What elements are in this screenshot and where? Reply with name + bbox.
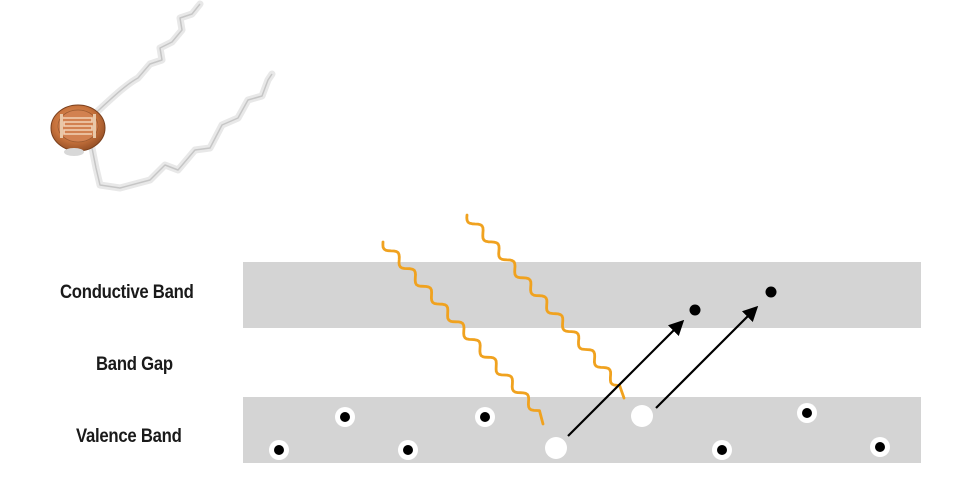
band-gap-label: Band Gap [96,354,173,375]
lead-wire-2-shadow [91,73,273,189]
photons [381,213,626,426]
ldr-base [64,148,84,156]
ldr-serpentine-track [62,117,93,135]
excited-electron [689,304,701,316]
excited-electron [765,286,777,298]
valence-electron [870,437,890,457]
excitation-arrow-2 [655,305,759,409]
conductive-band-label: Conductive Band [60,282,194,303]
hole [631,405,653,427]
hole [545,437,567,459]
valence-electron [475,407,495,427]
valence-electron [269,440,289,460]
valence-band [243,397,921,463]
valence-electron [398,440,418,460]
conductive-band [243,262,921,328]
lead-wire-1-shadow [87,3,201,121]
photon-wave [465,213,626,400]
ldr-electrode-right [93,114,96,138]
photoresistor-illustration [50,0,276,192]
photon-wave [381,240,545,426]
ldr-electrode-left [60,114,63,138]
lead-wire-1 [84,0,204,124]
valence-electron [797,403,817,423]
valence-electron [335,407,355,427]
excitation-arrow-1 [567,319,685,437]
valence-band-label: Valence Band [76,426,182,447]
valence-electron [712,440,732,460]
